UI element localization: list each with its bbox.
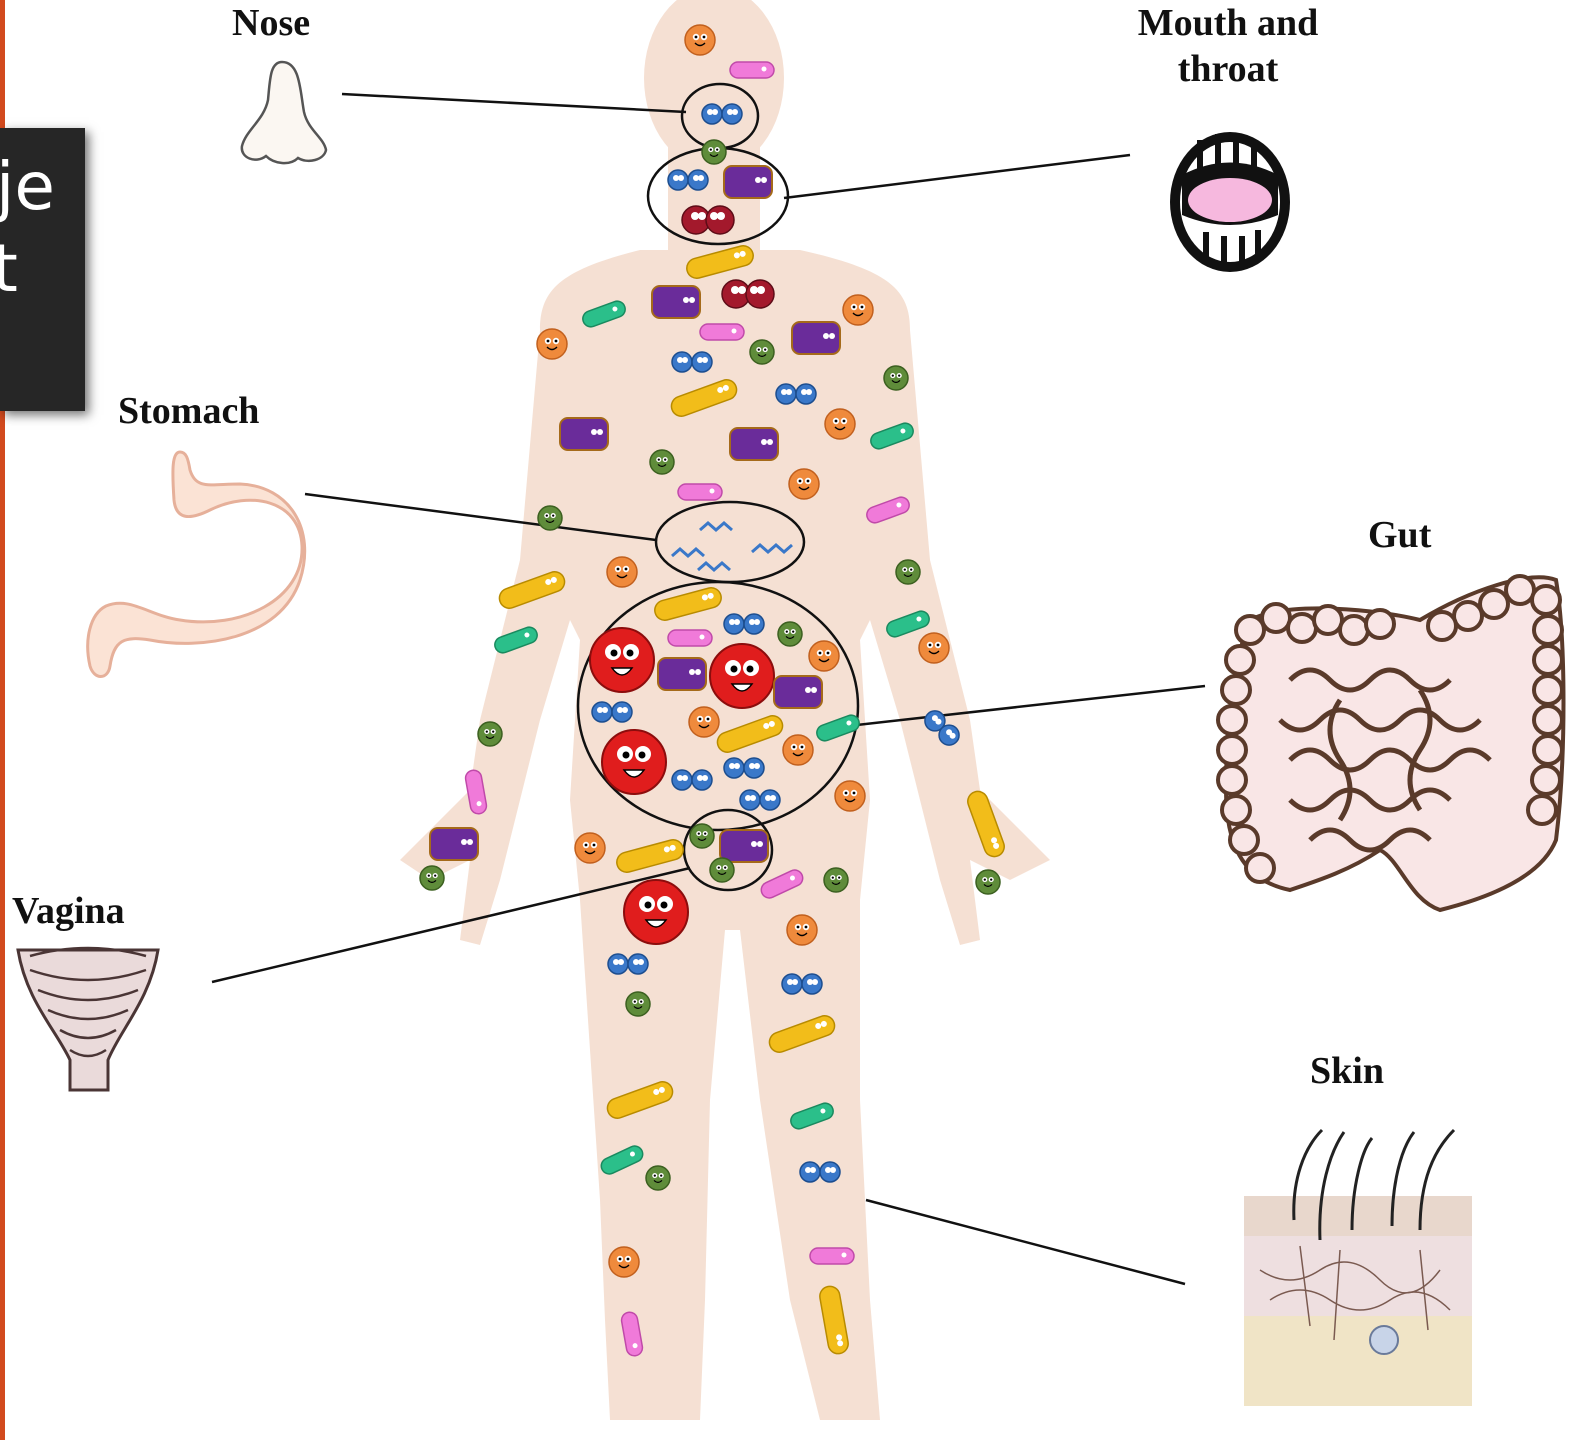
stomach-label: Stomach: [118, 388, 259, 434]
mouth-label-line-1: Mouth and: [1118, 0, 1338, 46]
skin-connector: [866, 1200, 1185, 1284]
mouth-icon: [1170, 132, 1290, 272]
skin-label: Skin: [1310, 1048, 1384, 1094]
gut-label: Gut: [1368, 512, 1431, 558]
mouth-label-line-2: throat: [1118, 46, 1338, 92]
mouth-connector: [784, 155, 1130, 198]
nose-connector: [342, 94, 686, 112]
vagina-label: Vagina: [12, 888, 125, 934]
gut-icon: [1218, 576, 1564, 910]
vagina-icon: [18, 948, 158, 1090]
stomach-icon: [88, 452, 305, 677]
skin-icon: [1244, 1130, 1472, 1406]
nose-label: Nose: [232, 0, 310, 46]
mouth-throat-label: Mouth and throat: [1118, 0, 1338, 92]
nose-icon: [242, 62, 326, 163]
